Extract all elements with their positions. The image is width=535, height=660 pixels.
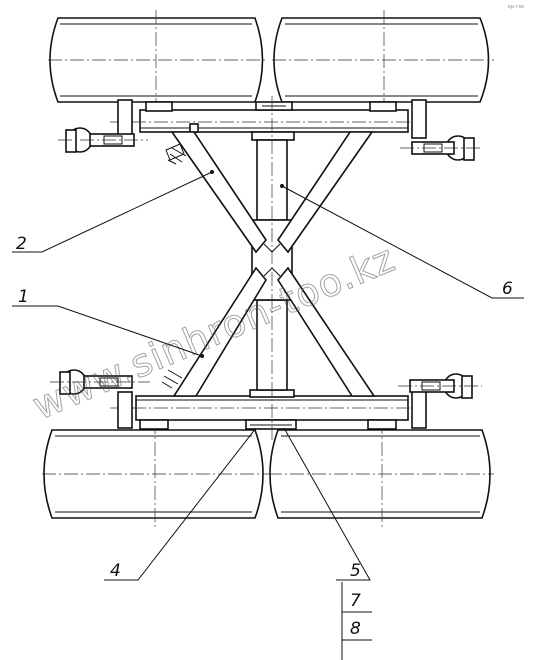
- top-left-wheel: [48, 10, 268, 112]
- callout-dot-6: [280, 184, 284, 188]
- callout-4: 4: [110, 561, 121, 581]
- callout-dot-1: [200, 354, 204, 358]
- callout-7: 7: [350, 591, 361, 611]
- x-braces: [165, 131, 376, 397]
- bottom-right-wheel: [268, 420, 494, 528]
- bottom-left-wheel: [42, 420, 268, 528]
- top-axle-beam: [110, 101, 425, 141]
- callout-5: 5: [350, 561, 361, 581]
- callout-1: 1: [18, 287, 29, 307]
- top-right-hub-assembly: [400, 99, 482, 161]
- bottom-axle-beam: [110, 389, 425, 430]
- callout-2: 2: [16, 234, 27, 254]
- callout-8: 8: [350, 619, 361, 639]
- top-left-hub-assembly: [58, 99, 187, 165]
- callout-6: 6: [502, 279, 513, 299]
- corner-mark: кр-гос: [508, 4, 525, 10]
- bottom-right-hub-assembly: [398, 373, 482, 429]
- bottom-left-hub-assembly: [50, 369, 183, 429]
- callout-dot-2: [210, 170, 214, 174]
- top-right-wheel: [272, 10, 494, 112]
- callout-leaders: [12, 170, 524, 660]
